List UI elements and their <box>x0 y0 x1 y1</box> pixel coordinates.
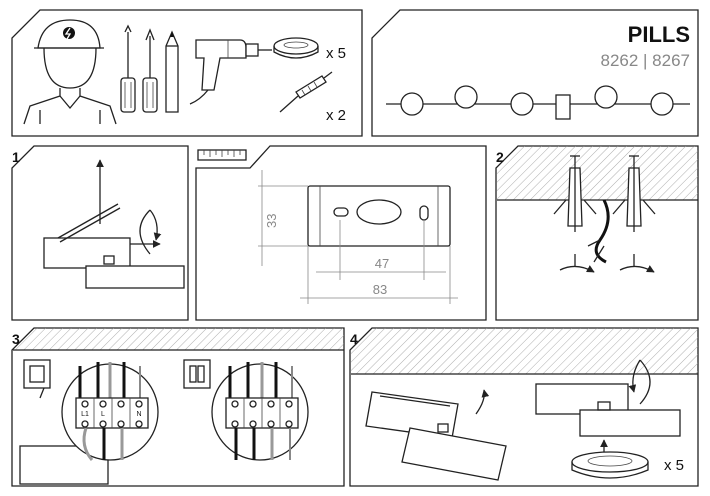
ceiling-box <box>555 94 571 120</box>
wall-plug-icon <box>553 155 597 232</box>
screwdriver-icon <box>142 28 158 113</box>
product-codes: 8262 | 8267 <box>601 51 691 70</box>
pencil-icon <box>165 30 179 113</box>
bulb-quantity: x 5 <box>664 457 684 474</box>
plug-quantity: x 2 <box>326 107 346 124</box>
dimension-height: 33 <box>264 214 279 228</box>
worker-icon <box>23 19 117 125</box>
dimensions-panel: 33 47 83 <box>195 145 487 321</box>
mounting-plate <box>307 185 451 247</box>
product-name: PILLS <box>628 22 690 47</box>
drill-icon <box>189 39 272 105</box>
wall-plug-icon <box>612 155 656 232</box>
step-number: 4 <box>350 331 358 347</box>
step-2-panel: 2 <box>495 145 699 321</box>
pill-shade <box>510 92 534 116</box>
bulb-quantity: x 5 <box>326 45 346 62</box>
terminal-label: L <box>101 411 105 418</box>
step-number: 1 <box>12 149 20 165</box>
pill-shade <box>650 92 674 116</box>
terminal-label: N <box>136 411 141 418</box>
screwdriver-icon <box>120 24 136 113</box>
tools-panel: x 5 x 2 <box>11 9 363 137</box>
switch-icon <box>183 359 211 389</box>
bulb-icon <box>571 451 649 479</box>
product-panel: PILLS 8262 | 8267 <box>371 9 699 137</box>
pill-shade <box>454 85 478 109</box>
terminal-block-detail <box>211 362 309 461</box>
pill-shade <box>594 85 618 109</box>
step-number: 2 <box>496 149 504 165</box>
bulb-icon <box>273 37 319 59</box>
pill-shade <box>400 92 424 116</box>
step-number: 3 <box>12 331 20 347</box>
step-3-panel: 3 <box>11 327 345 487</box>
ruler-icon <box>197 149 247 161</box>
terminal-label: L1 <box>81 411 89 418</box>
terminal-block-detail: L1 L N <box>61 362 159 461</box>
step-4-panel: 4 x 5 <box>349 327 699 487</box>
dimension-width: 83 <box>373 282 387 297</box>
wall-plug-icon <box>279 71 333 113</box>
switch-icon <box>23 359 51 399</box>
dimension-hole-spacing: 47 <box>375 256 389 271</box>
step-1-panel: 1 <box>11 145 189 321</box>
